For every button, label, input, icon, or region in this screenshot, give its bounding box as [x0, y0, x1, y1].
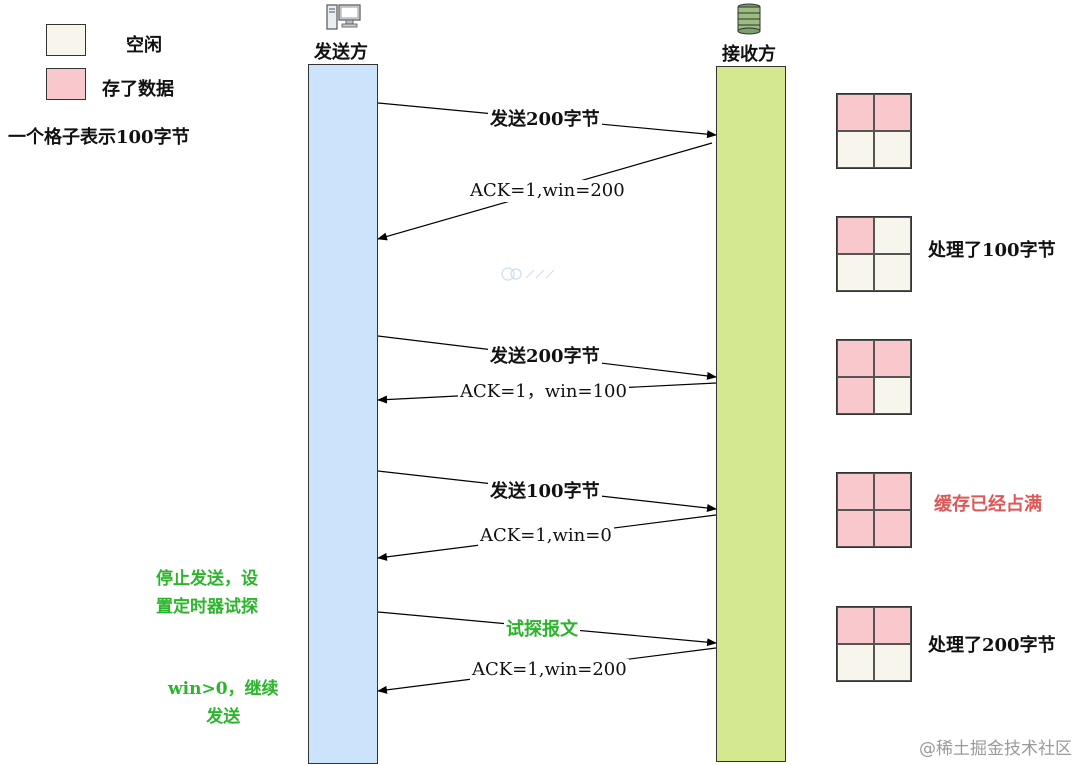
- message-ack-2: ACK=1，win=100: [458, 381, 629, 403]
- note-resume-sending: win>0，继续 发送: [168, 675, 279, 731]
- buffer-cell: [874, 644, 911, 681]
- note-resume-line-2: 发送: [206, 707, 241, 727]
- buffer-label-5: 处理了200字节: [928, 635, 1056, 656]
- legend-free-label: 空闲: [126, 35, 162, 56]
- buffer-cell: [874, 377, 911, 414]
- buffer-cell: [874, 254, 911, 291]
- sender-title: 发送方: [314, 42, 368, 63]
- buffer-state-4: [836, 472, 912, 548]
- receiver-title: 接收方: [722, 44, 776, 65]
- message-ack-4: ACK=1,win=200: [470, 659, 629, 681]
- buffer-label-2: 处理了100字节: [928, 240, 1056, 261]
- watermark-logo-icon: [501, 267, 555, 281]
- message-ack-3: ACK=1,win=0: [478, 525, 614, 547]
- buffer-cell: [874, 131, 911, 168]
- buffer-cell: [837, 607, 874, 644]
- buffer-cell: [837, 340, 874, 377]
- buffer-cell: [874, 94, 911, 131]
- watermark: @稀土掘金技术社区: [919, 739, 1072, 759]
- buffer-cell: [837, 510, 874, 547]
- buffer-cell: [874, 510, 911, 547]
- buffer-cell: [837, 644, 874, 681]
- buffer-cell: [837, 217, 874, 254]
- legend-used-swatch: [46, 68, 86, 100]
- buffer-cell: [837, 94, 874, 131]
- buffer-cell: [837, 254, 874, 291]
- note-stop-line-2: 置定时器试探: [156, 597, 258, 617]
- message-ack-1: ACK=1,win=200: [468, 180, 627, 202]
- buffer-cell: [874, 607, 911, 644]
- buffer-cell: [837, 473, 874, 510]
- buffer-state-2: [836, 216, 912, 292]
- buffer-cell: [874, 217, 911, 254]
- buffer-cell: [874, 473, 911, 510]
- message-send-3: 发送100字节: [488, 481, 602, 503]
- buffer-state-5: [836, 606, 912, 682]
- sender-lifeline: [308, 64, 378, 764]
- receiver-lifeline: [716, 66, 786, 762]
- buffer-cell: [837, 131, 874, 168]
- buffer-state-3: [836, 339, 912, 415]
- buffer-label-4: 缓存已经占满: [934, 494, 1042, 515]
- message-send-2: 发送200字节: [488, 346, 602, 368]
- note-stop-line-1: 停止发送，设: [156, 569, 258, 589]
- message-probe: 试探报文: [504, 619, 580, 641]
- buffer-cell: [874, 340, 911, 377]
- message-send-1: 发送200字节: [488, 109, 602, 131]
- computer-icon: [326, 4, 361, 30]
- buffer-state-1: [836, 93, 912, 169]
- server-icon: [737, 3, 761, 35]
- note-stop-sending: 停止发送，设 置定时器试探: [156, 565, 258, 621]
- buffer-cell: [837, 377, 874, 414]
- legend-used-label: 存了数据: [102, 79, 174, 100]
- note-resume-line-1: win>0，继续: [168, 679, 279, 699]
- legend-free-swatch: [46, 24, 86, 56]
- legend-unit-note: 一个格子表示100字节: [8, 127, 190, 148]
